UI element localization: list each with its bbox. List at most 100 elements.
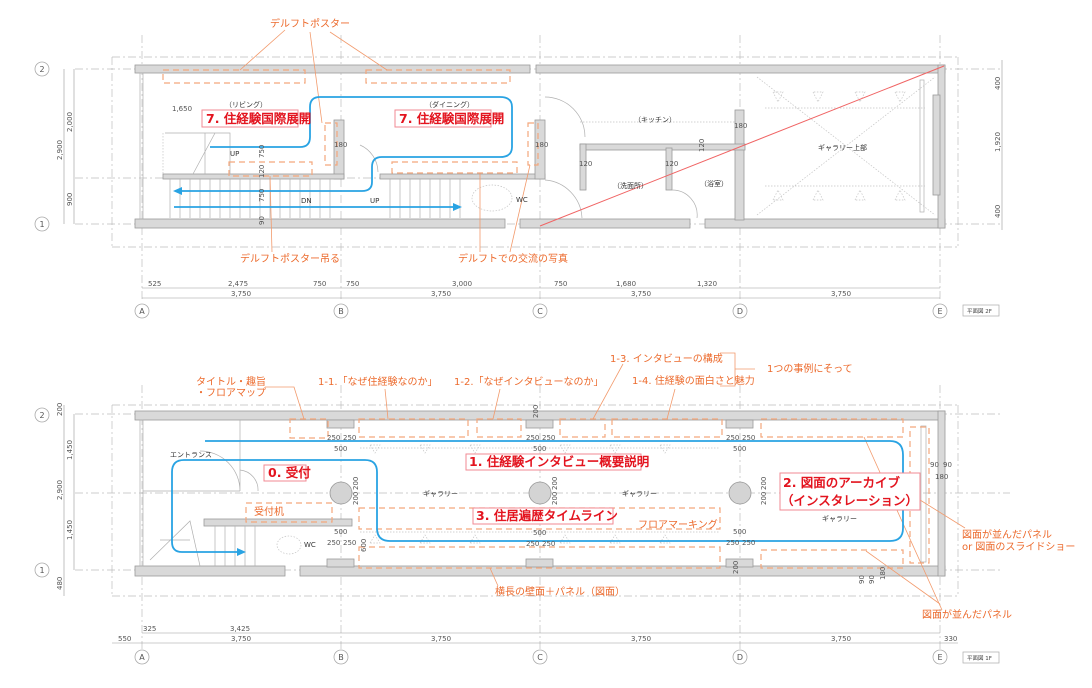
room-gallery: ギャラリー bbox=[622, 490, 657, 498]
dimension-label: 90 bbox=[930, 461, 939, 469]
dimension-label: 200 bbox=[532, 405, 540, 418]
dimension-label: 250 bbox=[542, 540, 555, 548]
plan-title-2f: 平面図 2F bbox=[962, 304, 1000, 317]
dimension-label: 750 bbox=[346, 280, 359, 288]
walls-1f bbox=[134, 410, 946, 577]
dimension-label: 1,450 bbox=[66, 520, 74, 540]
dimension-label: 200 bbox=[551, 477, 559, 490]
stair-down-label: DN bbox=[301, 197, 312, 205]
dimension-label: 3,750 bbox=[831, 290, 851, 298]
room-kitchen: （キッチン） bbox=[634, 116, 676, 124]
room-gallery: ギャラリー bbox=[423, 490, 458, 498]
dimension-label: 平面図 1F bbox=[967, 655, 992, 662]
room-wc: WC bbox=[304, 541, 316, 549]
dimension-label: 200 bbox=[760, 492, 768, 505]
annotation-title: タイトル・趣旨 bbox=[196, 375, 266, 388]
dimension-label: 750 bbox=[313, 280, 326, 288]
room-bath: （浴室） bbox=[700, 179, 728, 188]
annotation-1-3: 1-3. インタビューの構成 bbox=[610, 352, 723, 365]
dimension-label: 180 bbox=[879, 567, 887, 580]
dimension-label: 3,000 bbox=[452, 280, 472, 288]
fixtures-1f bbox=[143, 420, 720, 567]
dimension-label: 400 bbox=[994, 77, 1002, 90]
dimension-label: 500 bbox=[533, 445, 546, 453]
dimension-label: 480 bbox=[56, 577, 64, 590]
dimension-label: 250 bbox=[343, 539, 356, 547]
circulation-path-1f bbox=[171, 440, 904, 556]
zone-label-text: 3. 住居遍歴タイムライン bbox=[476, 508, 618, 523]
walls-2f bbox=[134, 64, 946, 229]
dimension-label: 200 bbox=[352, 477, 360, 490]
bottom-dimensions-1f: 325 3,425 550 3,750 3,750 3,750 3,750 33… bbox=[112, 625, 958, 644]
dimension-label: 90 bbox=[943, 461, 952, 469]
dimension-label: 250 bbox=[742, 434, 755, 442]
dimension-label: 1,320 bbox=[697, 280, 717, 288]
leaders-2f bbox=[239, 29, 531, 253]
dimension-label: 180 bbox=[334, 141, 347, 149]
dimension-label: 500 bbox=[334, 445, 347, 453]
inner-dimensions-2f: 1,650 750 120 750 90 180 180 120 120 120… bbox=[172, 105, 747, 225]
dimension-label: 200 bbox=[352, 492, 360, 505]
dimension-label: 90 bbox=[868, 575, 876, 584]
room-wc: WC bbox=[516, 196, 528, 204]
stairs-2f bbox=[162, 76, 936, 219]
side-dimensions-2f: 2,900 2,000 900 400 1,920 400 bbox=[56, 60, 1003, 230]
zone-label-1f-archive: 2. 図面のアーカイブ （インスタレーション） bbox=[779, 472, 921, 511]
annotation-poster-hang: デルフトポスター吊る bbox=[240, 252, 340, 265]
annotation-drawing-panels: 図面が並んだパネル bbox=[962, 528, 1052, 541]
dimension-label: 250 bbox=[742, 539, 755, 547]
dimension-label: 750 bbox=[258, 189, 266, 202]
dimension-label: 325 bbox=[143, 625, 156, 633]
dimension-label: 120 bbox=[258, 165, 266, 178]
zone-label-1f-timeline: 3. 住居遍歴タイムライン bbox=[472, 507, 618, 525]
dimension-label: B bbox=[338, 653, 344, 662]
plan-1f: 0. 受付 1. 住経験インタビュー概要説明 2. 図面のアーカイブ （インスタ… bbox=[34, 352, 1075, 665]
dimension-label: 180 bbox=[734, 122, 747, 130]
dimension-label: 200 bbox=[732, 561, 740, 574]
dimension-label: 500 bbox=[533, 529, 546, 537]
dimension-label: C bbox=[537, 653, 543, 662]
annotation-delft-photos: デルフトでの交流の写真 bbox=[458, 252, 568, 265]
dimension-label: 3,750 bbox=[431, 290, 451, 298]
grid-bubbles-2f: A B C D E 2 1 bbox=[34, 61, 948, 319]
annotation-1-1: 1-1.「なぜ住経験なのか」 bbox=[318, 375, 438, 388]
dimension-label: 525 bbox=[148, 280, 161, 288]
zone-label-text: 1. 住経験インタビュー概要説明 bbox=[469, 454, 649, 469]
dimension-label: 250 bbox=[343, 434, 356, 442]
dimension-label: 750 bbox=[258, 145, 266, 158]
stair-up-label: UP bbox=[230, 150, 239, 158]
dimension-label: 2,475 bbox=[228, 280, 248, 288]
dimension-label: 90 bbox=[858, 575, 866, 584]
stair-up-label: UP bbox=[370, 197, 379, 205]
dimension-label: 1,920 bbox=[994, 132, 1002, 152]
dimension-label: 330 bbox=[944, 635, 957, 643]
circulation-path-2f bbox=[173, 96, 513, 211]
dimension-label: 200 bbox=[551, 492, 559, 505]
dimension-label: 2,000 bbox=[66, 112, 74, 132]
dimension-label: A bbox=[139, 653, 145, 662]
grid-bubbles-1f: A B C D E 2 1 bbox=[34, 407, 948, 665]
dimension-label: 250 bbox=[726, 434, 739, 442]
room-gallery-above: ギャラリー上部 bbox=[818, 143, 867, 152]
zone-label-text: 2. 図面のアーカイブ bbox=[783, 475, 901, 490]
dimension-label: 250 bbox=[726, 539, 739, 547]
dimension-label: 1,650 bbox=[172, 105, 192, 113]
dimension-label: 2,900 bbox=[56, 480, 64, 500]
zone-label-2f-living: 7. 住経験国際展開 bbox=[201, 109, 311, 128]
annotation-reception-desk: 受付机 bbox=[254, 505, 284, 518]
zone-label-text: 7. 住経験国際展開 bbox=[399, 111, 504, 126]
dimension-label: 250 bbox=[327, 434, 340, 442]
annotation-floor-marking: フロアマーキング bbox=[638, 518, 718, 531]
dimension-label: 400 bbox=[994, 205, 1002, 218]
room-entrance: エントランス bbox=[170, 451, 212, 459]
side-dimensions-1f: 200 1,450 2,900 1,450 480 bbox=[56, 403, 75, 596]
dimension-label: 平面図 2F bbox=[967, 308, 992, 315]
dimension-label: 200 bbox=[760, 477, 768, 490]
dimension-label: 3,750 bbox=[431, 635, 451, 643]
dimension-label: 250 bbox=[526, 540, 539, 548]
dimension-label: 250 bbox=[542, 434, 555, 442]
zone-label-2f-dining: 7. 住経験国際展開 bbox=[394, 109, 504, 128]
room-dining: （ダイニング） bbox=[425, 100, 474, 109]
room-washroom: （洗面所） bbox=[613, 181, 648, 190]
dimension-label: 900 bbox=[66, 193, 74, 206]
